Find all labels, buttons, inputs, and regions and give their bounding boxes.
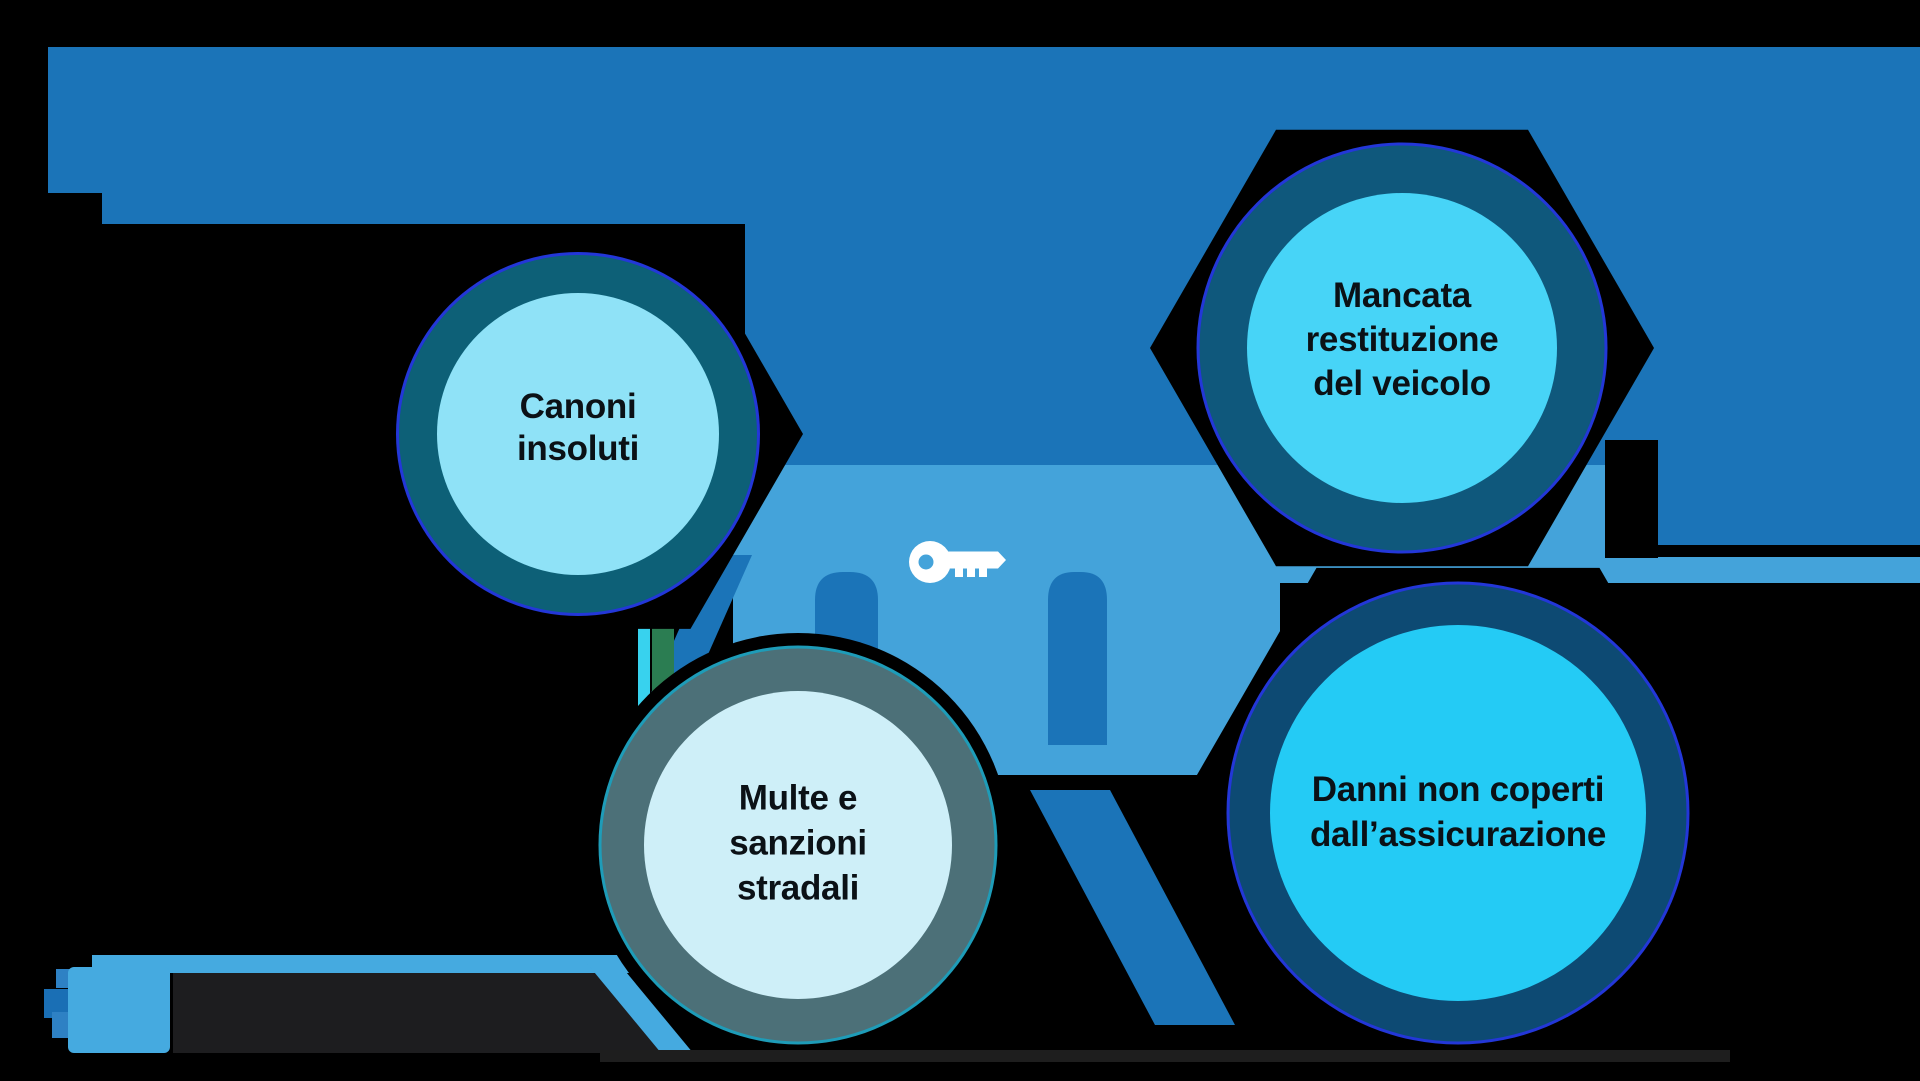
node-circle-multe [598,645,998,1045]
footer-thin-strip [600,1050,1730,1062]
car-window-right [1048,572,1107,745]
road-ribbon-right [1030,790,1235,1025]
knockout-notch [1605,440,1658,558]
pixel-logo [44,955,170,1053]
footer-stripe-diagonal [580,955,698,1059]
footer-bar [173,973,666,1053]
key-icon [909,541,1006,583]
node-circle-mancata [1196,142,1608,554]
accent-cyan-strip [638,625,650,715]
node-circle-canoni [396,252,760,616]
footer-stripe [108,955,640,973]
node-circle-danni [1226,581,1690,1045]
